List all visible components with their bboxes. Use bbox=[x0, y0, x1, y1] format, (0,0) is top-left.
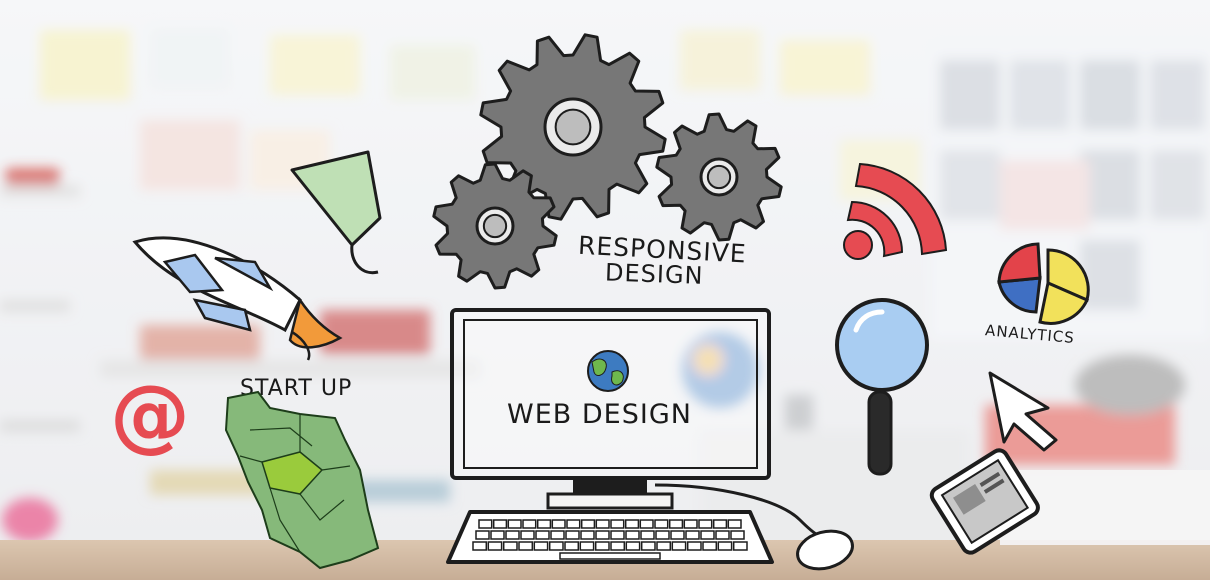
rss-icon bbox=[843, 162, 948, 260]
web-design-label: WEB DESIGN bbox=[507, 399, 692, 430]
magnifier-icon bbox=[835, 298, 929, 476]
tablet-icon bbox=[929, 448, 1040, 555]
at-sign-icon: @ bbox=[110, 368, 191, 461]
responsive-label-line2: DESIGN bbox=[605, 258, 704, 289]
pie-chart-icon bbox=[997, 242, 1090, 325]
speech-bubble-icon bbox=[290, 150, 382, 275]
gear-icon bbox=[432, 162, 558, 290]
rocket-icon bbox=[132, 236, 343, 361]
computer-icon bbox=[450, 308, 771, 510]
map-icon bbox=[224, 390, 380, 570]
gear-icon bbox=[655, 112, 783, 242]
mouse-icon bbox=[654, 483, 854, 571]
cursor-icon bbox=[988, 371, 1058, 452]
keyboard-icon bbox=[446, 510, 774, 564]
globe-icon bbox=[587, 350, 629, 392]
